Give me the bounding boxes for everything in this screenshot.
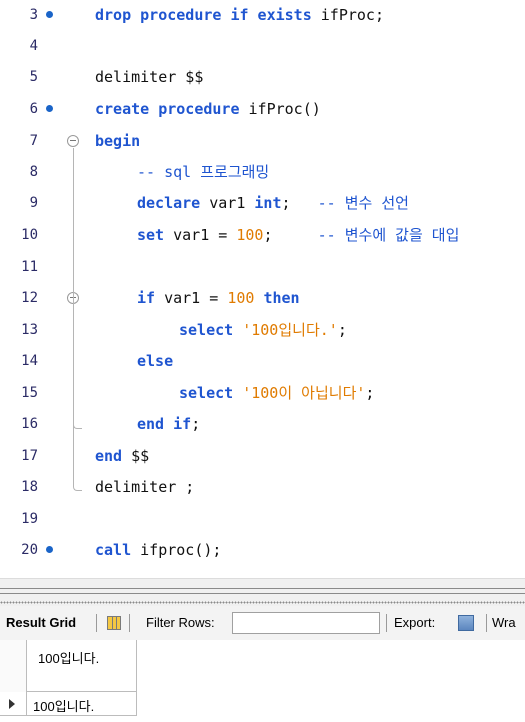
code-text: declare var1 int; -- 변수 선언 bbox=[137, 194, 409, 212]
statement-marker-icon bbox=[46, 546, 53, 553]
code-text: call ifproc(); bbox=[95, 541, 222, 559]
result-grid-tab[interactable]: Result Grid bbox=[6, 615, 77, 630]
code-line[interactable]: 6 create procedure ifProc() bbox=[0, 94, 525, 125]
code-text: delimiter ; bbox=[95, 478, 195, 496]
line-number: 6 bbox=[29, 101, 38, 117]
wrap-cell-label[interactable]: Wra bbox=[492, 615, 516, 630]
code-text: select '100이 아닙니다'; bbox=[179, 384, 375, 402]
statement-marker-icon bbox=[46, 105, 53, 112]
line-number: 20 bbox=[21, 542, 38, 558]
line-number: 14 bbox=[21, 353, 38, 369]
line-number: 13 bbox=[21, 322, 38, 338]
splitter-grip[interactable] bbox=[0, 588, 525, 594]
line-number: 19 bbox=[21, 511, 38, 527]
code-text: begin bbox=[95, 132, 141, 150]
line-number: 7 bbox=[29, 133, 38, 149]
export-label: Export: bbox=[394, 615, 436, 630]
table-row[interactable]: 100입니다. bbox=[0, 692, 137, 716]
line-number: 5 bbox=[29, 69, 38, 85]
statement-marker-icon bbox=[46, 11, 53, 18]
code-text: create procedure ifProc() bbox=[95, 100, 321, 118]
toolbar-divider bbox=[486, 614, 487, 632]
column-header-label: 100입니다. bbox=[38, 651, 100, 666]
code-text: end $$ bbox=[95, 447, 150, 465]
line-number: 8 bbox=[29, 164, 38, 180]
toolbar-divider bbox=[96, 614, 97, 632]
line-number: 3 bbox=[29, 7, 38, 23]
fold-guide-line bbox=[73, 148, 74, 482]
code-text: delimiter $$ bbox=[95, 68, 204, 86]
code-line[interactable]: 8 -- sql 프로그래밍 bbox=[0, 157, 525, 188]
code-line[interactable]: 5 delimiter $$ bbox=[0, 62, 525, 93]
sql-editor[interactable]: 3 drop procedure if exists ifProc; 4 5 d… bbox=[0, 0, 525, 578]
code-line[interactable]: 18 delimiter ; bbox=[0, 472, 525, 503]
toolbar-divider bbox=[129, 614, 130, 632]
line-number: 11 bbox=[21, 259, 38, 275]
code-text: if var1 = 100 then bbox=[137, 289, 300, 307]
code-line[interactable]: 20 call ifproc(); bbox=[0, 535, 525, 566]
fold-toggle-icon[interactable] bbox=[67, 135, 79, 147]
header-gutter bbox=[0, 640, 27, 692]
line-number: 17 bbox=[21, 448, 38, 464]
table-cell[interactable]: 100입니다. bbox=[33, 699, 95, 714]
code-text: end if; bbox=[137, 415, 201, 433]
toolbar-divider bbox=[386, 614, 387, 632]
code-text: -- sql 프로그래밍 bbox=[137, 163, 270, 181]
export-icon[interactable] bbox=[458, 615, 474, 631]
line-number: 15 bbox=[21, 385, 38, 401]
code-line[interactable]: 12 if var1 = 100 then bbox=[0, 283, 525, 314]
current-row-arrow-icon bbox=[9, 699, 15, 709]
code-line[interactable]: 16 end if; bbox=[0, 409, 525, 440]
code-line[interactable]: 3 drop procedure if exists ifProc; bbox=[0, 0, 525, 31]
code-text: set var1 = 100; -- 변수에 값을 대입 bbox=[137, 226, 460, 244]
line-number: 16 bbox=[21, 416, 38, 432]
code-line[interactable]: 7 begin bbox=[0, 126, 525, 157]
code-line[interactable]: 4 bbox=[0, 31, 525, 62]
line-number: 12 bbox=[21, 290, 38, 306]
line-number: 9 bbox=[29, 195, 38, 211]
code-line[interactable]: 11 bbox=[0, 252, 525, 283]
code-line[interactable]: 14 else bbox=[0, 346, 525, 377]
row-gutter bbox=[0, 692, 27, 715]
code-line[interactable]: 17 end $$ bbox=[0, 441, 525, 472]
line-number: 4 bbox=[29, 38, 38, 54]
filter-rows-label: Filter Rows: bbox=[146, 615, 215, 630]
grid-view-icon[interactable] bbox=[107, 616, 121, 630]
filter-rows-input[interactable] bbox=[232, 612, 380, 634]
code-line[interactable]: 10 set var1 = 100; -- 변수에 값을 대입 bbox=[0, 220, 525, 251]
code-text: else bbox=[137, 352, 174, 370]
code-line[interactable]: 9 declare var1 int; -- 변수 선언 bbox=[0, 188, 525, 219]
column-header[interactable]: 100입니다. bbox=[0, 640, 137, 692]
result-grid[interactable]: 100입니다. 100입니다. bbox=[0, 640, 525, 722]
code-line[interactable]: 19 bbox=[0, 504, 525, 535]
code-line[interactable]: 15 select '100이 아닙니다'; bbox=[0, 378, 525, 409]
fold-end-marker bbox=[73, 420, 82, 429]
splitter-dots bbox=[0, 601, 525, 604]
line-number: 10 bbox=[21, 227, 38, 243]
line-number: 18 bbox=[21, 479, 38, 495]
code-text: drop procedure if exists ifProc; bbox=[95, 6, 384, 24]
result-toolbar: Result Grid Filter Rows: Export: Wra bbox=[0, 606, 525, 641]
code-line[interactable]: 13 select '100입니다.'; bbox=[0, 315, 525, 346]
fold-end-marker bbox=[73, 482, 82, 491]
code-text: select '100입니다.'; bbox=[179, 321, 347, 339]
